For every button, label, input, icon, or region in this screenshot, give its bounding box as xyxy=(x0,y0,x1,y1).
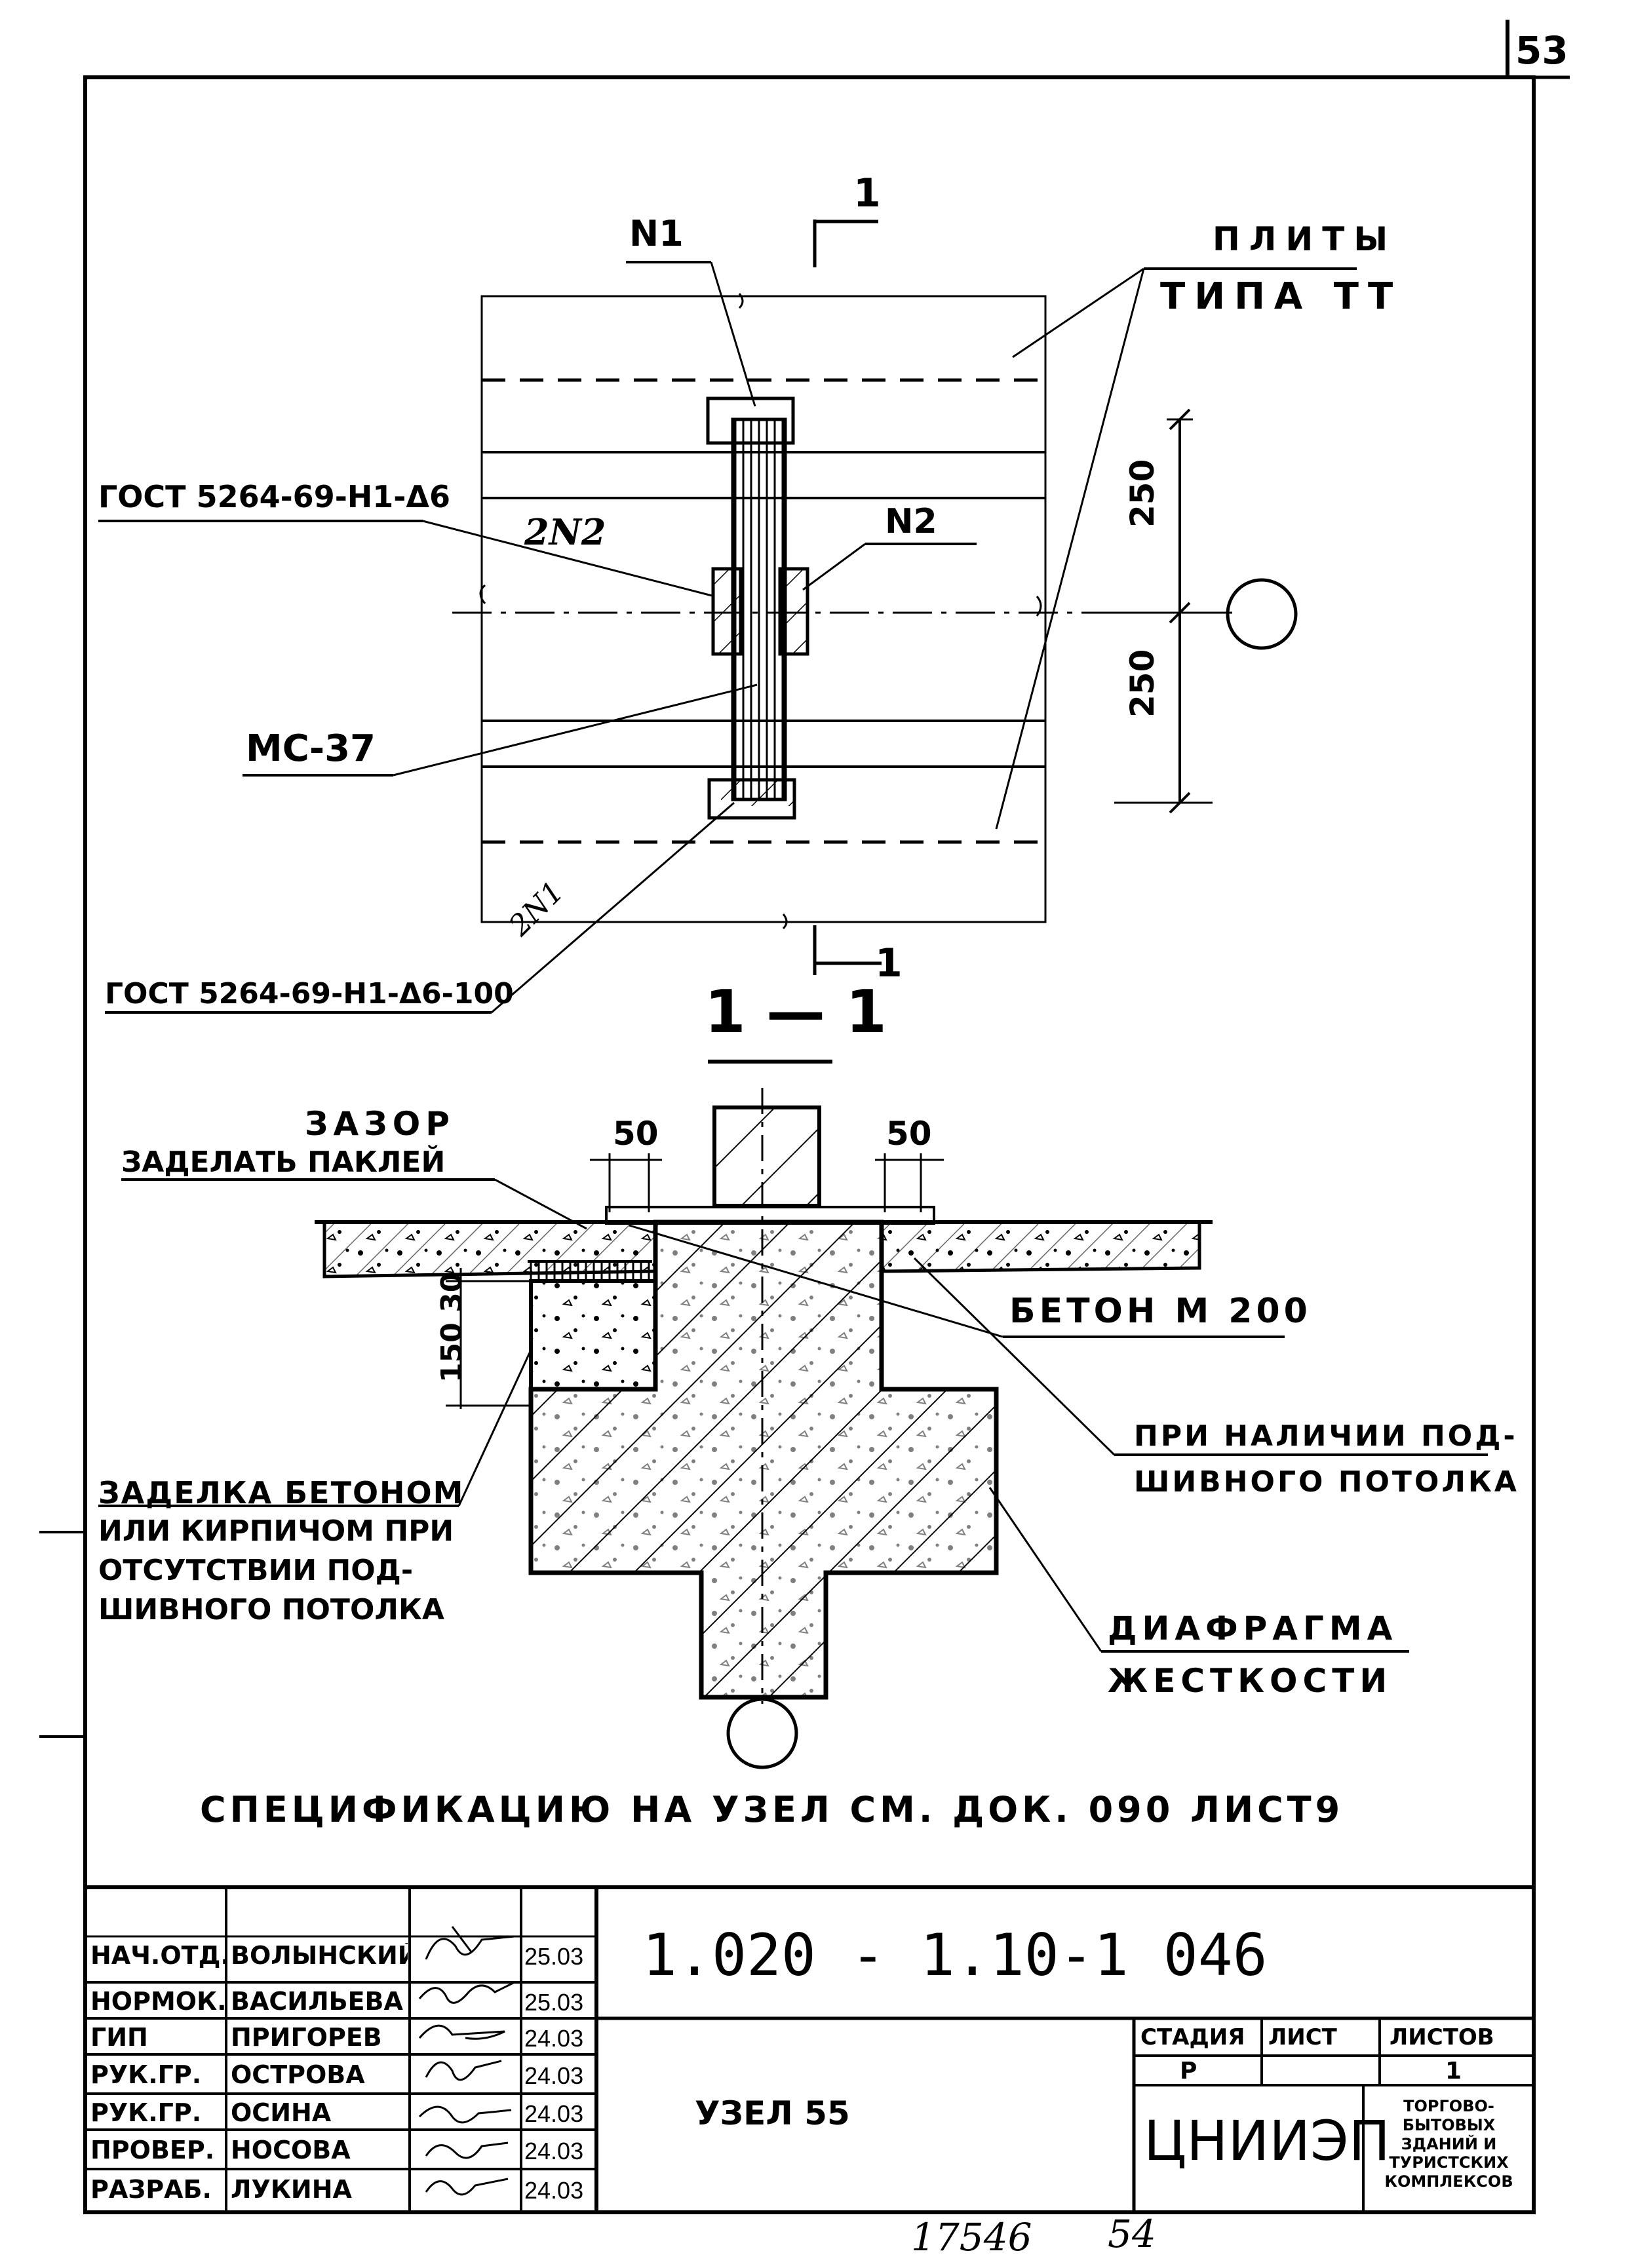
section-mark-bottom: 1 xyxy=(875,940,903,986)
page-number: 53 xyxy=(1515,28,1568,73)
row-role: НАЧ.ОТД. xyxy=(90,1943,225,1968)
slabs-label-line1: ПЛИТЫ xyxy=(1213,220,1397,258)
gost-bottom-label: ГОСТ 5264-69-Н1-Δ6-100 xyxy=(105,977,514,1010)
row-name: ПРИГОРЕВ xyxy=(231,2025,382,2050)
sheet-name: УЗЕЛ 55 xyxy=(695,2094,850,2132)
ceiling-label-line1: ПРИ НАЛИЧИИ ПОД- xyxy=(1134,1419,1518,1453)
section-1-1 xyxy=(98,1060,1488,1769)
signatures xyxy=(418,1926,515,2196)
gost-top-label: ГОСТ 5264-69-Н1-Δ6 xyxy=(98,479,450,514)
row-date: 24.03 xyxy=(524,2140,584,2163)
title-block-grid xyxy=(85,1885,1534,2212)
dim-50-left: 50 xyxy=(613,1115,659,1153)
ceiling-label-line2: ШИВНОГО ПОТОЛКА xyxy=(1134,1465,1519,1499)
org-description: ТОРГОВО-БЫТОВЫХ ЗДАНИЙ И ТУРИСТСКИХ КОМП… xyxy=(1384,2097,1513,2191)
row-role: ГИП xyxy=(90,2025,148,2050)
row-role: НОРМОК. xyxy=(90,1989,225,2014)
stage-value: Р xyxy=(1180,2060,1197,2083)
section-mark-top: 1 xyxy=(853,170,881,216)
row-date: 25.03 xyxy=(524,1945,584,1969)
row-name: НОСОВА xyxy=(231,2138,351,2162)
inventory-number: 17546 xyxy=(911,2215,1032,2259)
doc-code: 1.020 - 1.10-1 046 xyxy=(642,1921,1268,1989)
gap-label-line2: ЗАДЕЛАТЬ ПАКЛЕЙ xyxy=(121,1145,446,1179)
fill-label-line3: ОТСУТСТВИИ ПОД- xyxy=(98,1554,414,1587)
sheets-header: ЛИСТОВ xyxy=(1390,2026,1494,2048)
label-n1: N1 xyxy=(629,213,684,254)
label-2n2: 2N2 xyxy=(524,511,606,553)
row-date: 24.03 xyxy=(524,2027,584,2050)
sheets-value: 1 xyxy=(1445,2060,1462,2083)
plan-view xyxy=(98,220,1357,1014)
label-n2: N2 xyxy=(885,502,937,541)
row-name: ОСИНА xyxy=(231,2100,332,2125)
concrete-label: БЕТОН М 200 xyxy=(1009,1292,1312,1331)
dim-upper-250: 250 xyxy=(1123,459,1161,528)
diaphragm-label-line2: ЖЕСТКОСТИ xyxy=(1108,1662,1393,1700)
footer-page: 54 xyxy=(1108,2212,1156,2256)
fill-label-line2: ИЛИ КИРПИЧОМ ПРИ xyxy=(98,1514,454,1548)
row-date: 25.03 xyxy=(524,1991,584,2014)
row-role: РАЗРАБ. xyxy=(90,2177,212,2202)
sheet-frame xyxy=(39,20,1570,2214)
fill-label-line4: ШИВНОГО ПОТОЛКА xyxy=(98,1593,444,1626)
row-name: ОСТРОВА xyxy=(231,2062,365,2087)
dim-50-right: 50 xyxy=(886,1115,932,1153)
row-role: РУК.ГР. xyxy=(90,2100,202,2125)
row-date: 24.03 xyxy=(524,2064,584,2088)
spec-note: СПЕЦИФИКАЦИЮ НА УЗЕЛ СМ. ДОК. 090 ЛИСТ9 xyxy=(200,1789,1344,1830)
gap-label-line1: ЗАЗОР xyxy=(305,1105,455,1143)
sheet-header: ЛИСТ xyxy=(1268,2026,1337,2048)
connection-plate xyxy=(706,396,809,820)
row-role: ПРОВЕР. xyxy=(90,2138,215,2162)
diaphragm-label-line1: ДИАФРАГМА xyxy=(1108,1609,1398,1647)
slabs-label-line2: ТИПА ТТ xyxy=(1160,275,1403,318)
stage-header: СТАДИЯ xyxy=(1140,2026,1245,2048)
dim-150-30: 150 30 xyxy=(435,1272,469,1383)
section-title: 1 — 1 xyxy=(705,978,887,1047)
row-date: 24.03 xyxy=(524,2102,584,2126)
dim-lower-250: 250 xyxy=(1123,649,1161,718)
row-name: ВАСИЛЬЕВА xyxy=(231,1989,403,2014)
row-date: 24.03 xyxy=(524,2179,584,2202)
org-name: ЦНИИЭП xyxy=(1144,2109,1390,2173)
label-mc37: МС-37 xyxy=(246,727,376,770)
row-role: РУК.ГР. xyxy=(90,2062,202,2087)
row-name: ВОЛЫНСКИЙ xyxy=(231,1943,408,1968)
row-name: ЛУКИНА xyxy=(231,2177,352,2202)
fill-label-line1: ЗАДЕЛКА БЕТОНОМ xyxy=(98,1475,465,1510)
